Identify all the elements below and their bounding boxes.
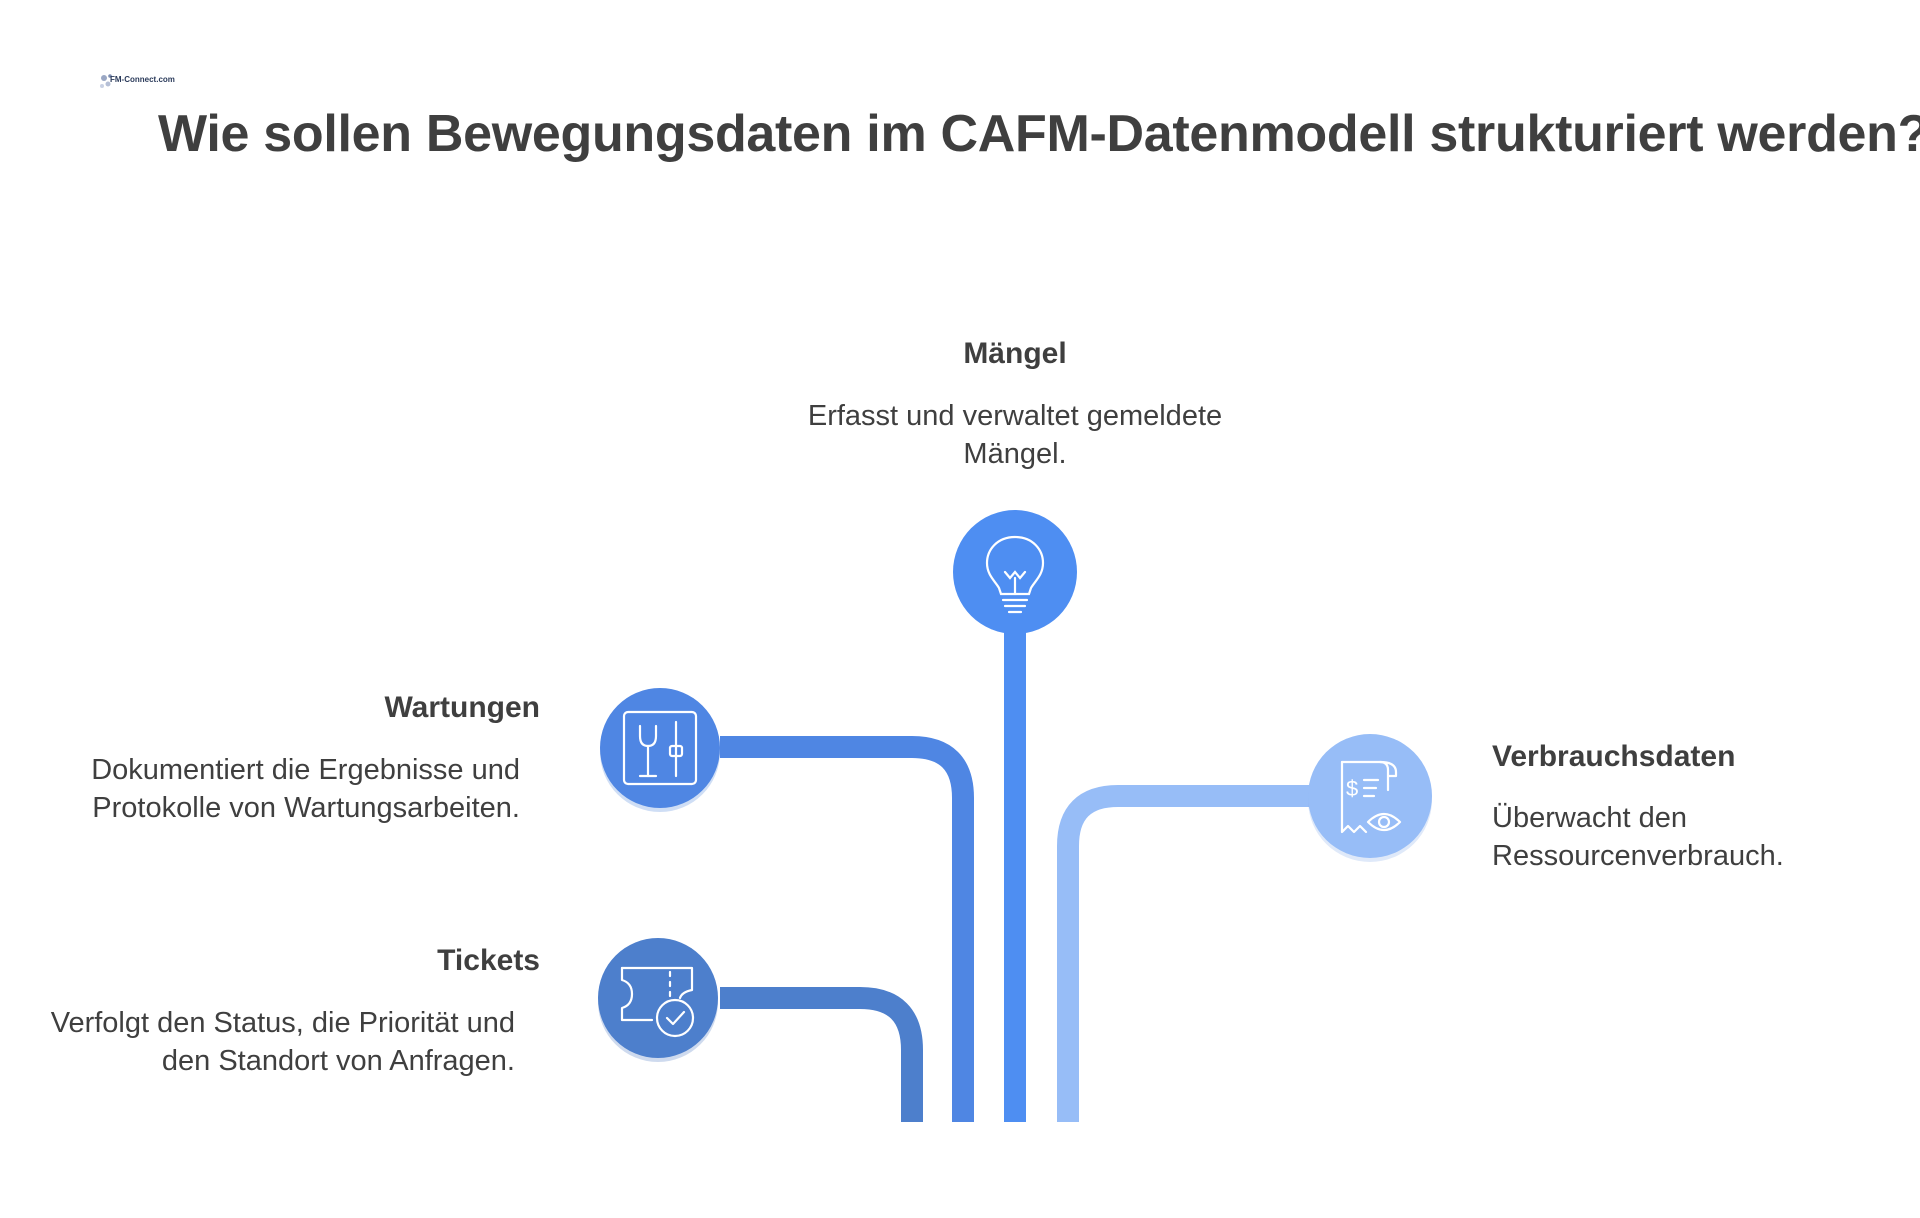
page-title: Wie sollen Bewegungsdaten im CAFM-Datenm… <box>158 105 1920 163</box>
maengel-heading: Mängel <box>963 337 1067 370</box>
tickets-connector <box>720 987 923 1122</box>
tickets-description: Verfolgt den Status, die Priorität und d… <box>50 1007 515 1077</box>
wartungen-connector <box>720 736 974 1122</box>
logo-text: FM-Connect.com <box>110 75 175 84</box>
tools-icon <box>622 710 698 786</box>
verbrauchsdaten-node: $ <box>1308 734 1432 862</box>
lightbulb-icon <box>985 535 1045 614</box>
receipt-eye-icon: $ <box>1340 760 1402 834</box>
wartungen-node <box>600 688 720 812</box>
fm-connect-logo <box>100 74 112 88</box>
verbrauchsdaten-heading: Verbrauchsdaten <box>1492 740 1736 773</box>
ticket-check-icon <box>620 966 695 1038</box>
tickets-heading: Tickets <box>437 944 540 977</box>
svg-text:$: $ <box>1346 776 1358 801</box>
wartungen-heading: Wartungen <box>384 691 540 724</box>
maengel-node <box>953 510 1077 634</box>
maengel-description: Erfasst und verwaltet gemeldete Mängel. <box>807 400 1223 470</box>
wartungen-description: Dokumentiert die Ergebnisse und Protokol… <box>91 754 520 824</box>
verbrauchsdaten-connector <box>1057 785 1315 1122</box>
tickets-node <box>598 938 718 1062</box>
verbrauchsdaten-description: Überwacht den Ressourcenverbrauch. <box>1492 802 1784 872</box>
